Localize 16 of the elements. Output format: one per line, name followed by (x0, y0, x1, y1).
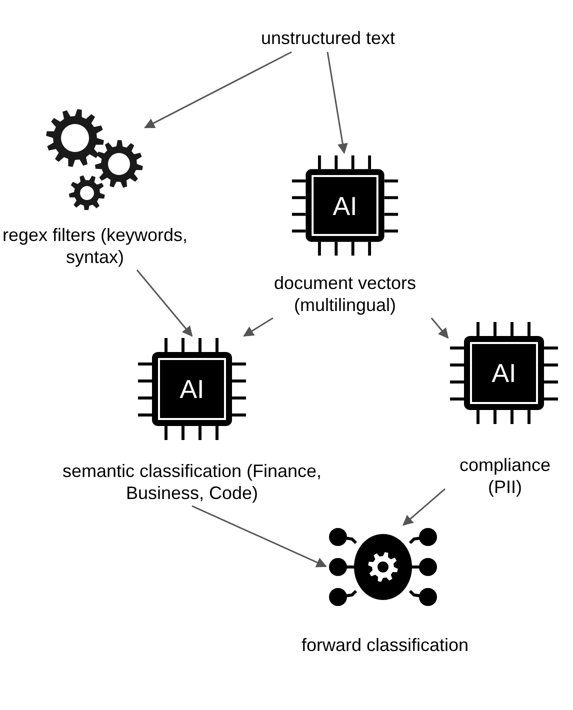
arrow (243, 317, 274, 337)
node-label: compliance (PII) (458, 454, 552, 498)
arrow (402, 488, 446, 526)
chip-text: AI (492, 359, 516, 387)
arrow (136, 270, 193, 337)
arrow (430, 318, 449, 339)
node-label: unstructured text (260, 27, 396, 49)
node-label: semantic classification (Finance, Business, Code) (61, 460, 323, 504)
arrow (144, 51, 292, 128)
chip-text: AI (332, 192, 358, 220)
node-label: regex filters (keywords, syntax) (1, 224, 189, 268)
chip-text: AI (180, 375, 204, 403)
node-label: document vectors (multilingual) (272, 272, 418, 316)
arrow (326, 52, 348, 154)
node-label: forward classification (301, 634, 469, 656)
arrow (192, 505, 327, 568)
